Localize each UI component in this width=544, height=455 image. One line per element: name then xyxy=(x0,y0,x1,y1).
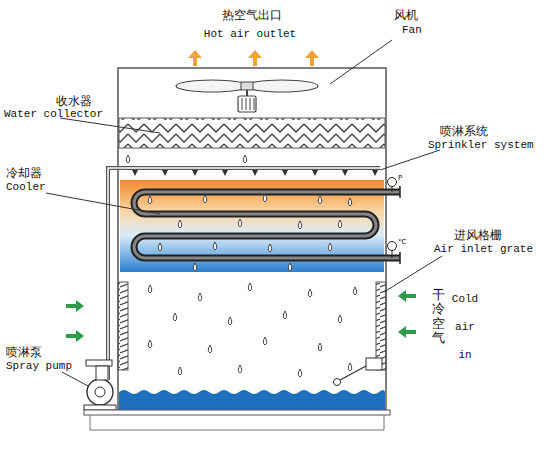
sprinkler-label: Sprinkler system xyxy=(428,139,534,152)
sprinkler-system xyxy=(108,168,380,380)
air-inlet-grate xyxy=(118,282,128,370)
fan-label: 风机 xyxy=(394,8,418,22)
water-basin xyxy=(119,390,385,410)
base-frame xyxy=(90,415,384,430)
sprinkler-label: 喷淋系统 xyxy=(440,124,488,138)
hot-air-arrows xyxy=(188,50,319,66)
air-inlet-grate xyxy=(376,282,386,370)
cooler-label: Cooler xyxy=(6,181,46,194)
gauge-label: °C xyxy=(398,238,406,246)
gauge-label: P xyxy=(398,174,402,182)
cold-air-arrows xyxy=(66,290,416,342)
cooler-label: 冷却器 xyxy=(6,166,42,180)
fan-label: Fan xyxy=(402,24,422,37)
grate-label: Air inlet grate xyxy=(434,243,533,256)
water-drops xyxy=(126,155,357,377)
heat-outlet-label: Hot air outlet xyxy=(204,28,296,41)
cold-air-label: 干冷空气 xyxy=(432,288,445,345)
float-valve xyxy=(334,358,383,386)
pump-label: 喷淋泵 xyxy=(6,345,42,359)
spray-pump xyxy=(84,360,116,410)
leader-lines xyxy=(46,40,442,386)
cold-air-label: Cold air in xyxy=(450,285,480,369)
heat-outlet-label: 热空气出口 xyxy=(222,8,282,22)
base-frame xyxy=(84,410,390,415)
cooler-coil xyxy=(134,178,400,265)
pump-label: Spray pump xyxy=(6,360,72,373)
collector-label: 收水器 xyxy=(56,94,92,108)
fan xyxy=(176,80,318,112)
collector-label: Water collector xyxy=(4,108,103,121)
grate-label: 进风格栅 xyxy=(454,228,502,242)
